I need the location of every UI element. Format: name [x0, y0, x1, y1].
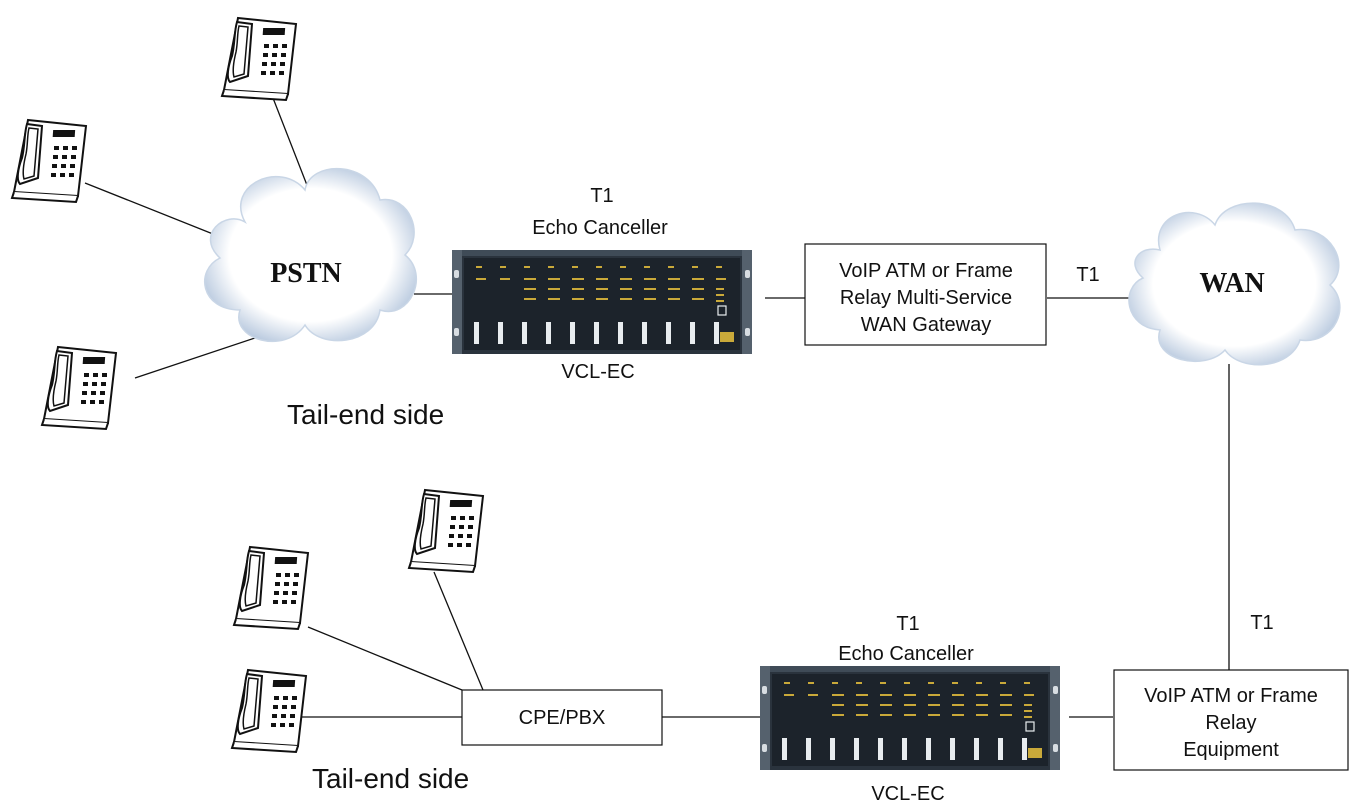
gateway-line-1: VoIP ATM or Frame — [839, 260, 1013, 282]
telephone-icon — [221, 17, 297, 101]
telephone-icon — [231, 669, 307, 753]
bottom-link-label: T1 — [896, 613, 919, 635]
gateway-wan-link-label: T1 — [1076, 264, 1099, 286]
pstn-cloud: PSTN — [204, 168, 417, 342]
telephone-icon — [408, 489, 484, 573]
wan-gateway-box: VoIP ATM or Frame Relay Multi-Service WA… — [804, 243, 1047, 346]
telephone-icon — [233, 546, 309, 630]
cpe-pbx-box: CPE/PBX — [461, 689, 663, 746]
pbx-label: CPE/PBX — [519, 707, 606, 729]
wan-cloud: WAN — [1128, 202, 1341, 366]
top-echo-canceller: T1 Echo Canceller VCL-EC — [451, 185, 753, 383]
relay-line-3: Equipment — [1183, 739, 1279, 761]
top-unit-model: VCL-EC — [561, 361, 634, 383]
tail-end-label-bottom: Tail-end side — [312, 763, 469, 794]
relay-equipment-box: VoIP ATM or Frame Relay Equipment — [1113, 669, 1349, 771]
top-unit-title: Echo Canceller — [532, 217, 668, 239]
bottom-echo-canceller: T1 Echo Canceller VCL-EC — [759, 613, 1061, 805]
wan-label: WAN — [1199, 268, 1264, 299]
top-link-label: T1 — [590, 185, 613, 207]
connector-lines — [84, 97, 1230, 718]
telephone-icon — [41, 346, 117, 430]
gateway-line-3: WAN Gateway — [861, 314, 991, 336]
relay-line-1: VoIP ATM or Frame — [1144, 685, 1318, 707]
bottom-unit-title: Echo Canceller — [838, 643, 974, 665]
telephone-icon — [11, 119, 87, 203]
relay-line-2: Relay — [1205, 712, 1256, 734]
gateway-line-2: Relay Multi-Service — [840, 287, 1012, 309]
echo-canceller-device-icon — [759, 665, 1061, 771]
wan-relay-link-label: T1 — [1250, 612, 1273, 634]
echo-canceller-device-icon — [451, 249, 753, 355]
bottom-unit-model: VCL-EC — [871, 783, 944, 805]
tail-end-label-top: Tail-end side — [287, 399, 444, 430]
pstn-label: PSTN — [270, 258, 342, 289]
